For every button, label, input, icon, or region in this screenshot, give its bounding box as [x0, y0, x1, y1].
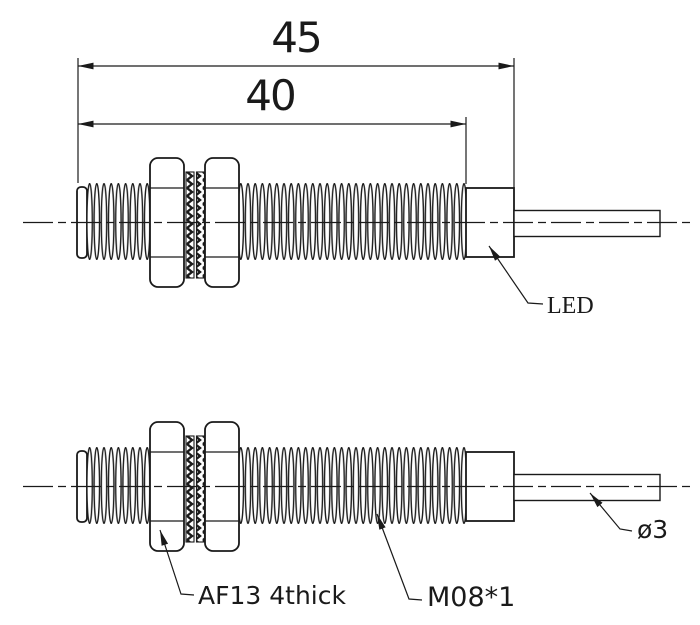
- dimension-annotations: 45 40: [77, 13, 515, 188]
- led-leader-line: [488, 245, 544, 305]
- thread-spec-leader-line: [376, 513, 423, 601]
- thread-spec-callout: M08*1: [376, 513, 515, 613]
- led-callout: LED: [488, 245, 594, 319]
- nut-callout: AF13 4thick: [159, 529, 346, 610]
- cable-diameter-callout: ø3: [589, 492, 668, 544]
- nut-spec-label: AF13 4thick: [198, 581, 346, 610]
- cable-diameter-leader-line: [589, 492, 633, 532]
- led-label: LED: [547, 293, 594, 319]
- dimension-value-40: 40: [245, 71, 294, 120]
- sensor-top-view: [22, 157, 692, 288]
- sensor-bottom-view: [22, 421, 692, 552]
- thread-spec-label: M08*1: [427, 582, 515, 613]
- nut-leader-line: [159, 529, 195, 596]
- dimension-value-45: 45: [271, 13, 320, 62]
- cable-diameter-label: ø3: [637, 515, 668, 544]
